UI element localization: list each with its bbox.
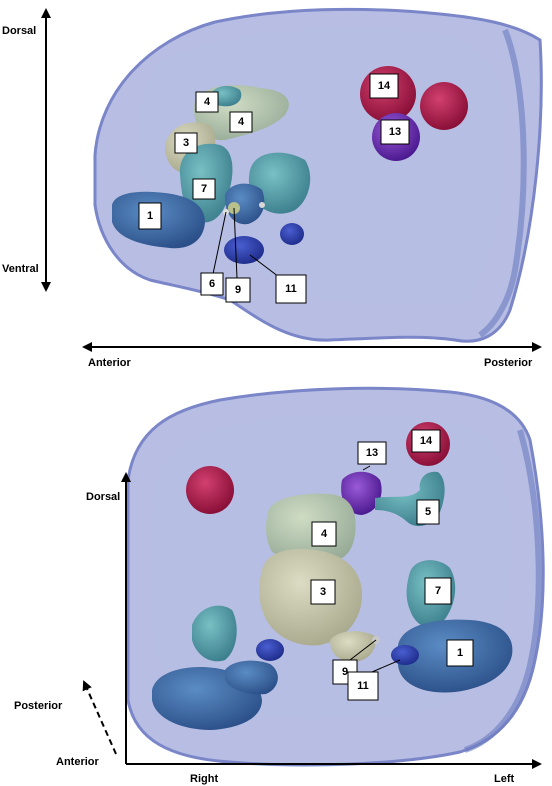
label-box-6-top: 6: [200, 272, 224, 296]
region-7b-top: [248, 152, 311, 214]
label-box-5-top: 4: [195, 91, 219, 113]
svg-text:9: 9: [342, 666, 348, 678]
svg-text:1: 1: [147, 210, 153, 222]
label-box-7-top: 7: [192, 178, 216, 200]
label-box-3-bottom: 3: [310, 579, 336, 605]
region-11b-bottom: [256, 639, 284, 661]
region-11b-top: [280, 223, 304, 245]
posterior-anterior-axis-bottom: [82, 680, 117, 755]
region-13-bottom: [341, 471, 382, 515]
svg-text:4: 4: [238, 116, 245, 128]
label-box-11-top: 11: [275, 274, 307, 304]
axis-label-ventral-top: Ventral: [2, 263, 39, 275]
svg-text:4: 4: [321, 528, 328, 540]
svg-text:3: 3: [183, 137, 189, 149]
region-11-bottom: [391, 645, 419, 665]
axis-label-posterior-top: Posterior: [484, 357, 533, 369]
region-3b-bottom: [330, 631, 376, 662]
bottom-panel: 13 14 5 4 3 7 1 9: [14, 386, 545, 785]
axis-label-anterior-bottom: Anterior: [56, 756, 100, 768]
region-6b-top: [259, 202, 265, 208]
label-box-4-bottom: 4: [311, 521, 337, 547]
label-box-13-top: 13: [380, 119, 410, 145]
svg-text:13: 13: [366, 447, 378, 459]
svg-text:6: 6: [209, 278, 215, 290]
leader-13-bottom: [362, 465, 371, 471]
axis-label-dorsal-top: Dorsal: [2, 25, 36, 37]
region-1b-top: [224, 183, 265, 225]
axis-label-right-bottom: Right: [190, 773, 218, 785]
axis-label-anterior-top: Anterior: [88, 357, 132, 369]
label-box-11-bottom: 11: [347, 671, 379, 701]
region-11-top: [224, 236, 264, 264]
axis-label-left-bottom: Left: [494, 773, 515, 785]
svg-text:1: 1: [457, 647, 463, 659]
leader-9-bottom: [349, 639, 377, 661]
svg-text:7: 7: [435, 585, 441, 597]
svg-text:3: 3: [320, 586, 326, 598]
svg-text:11: 11: [357, 680, 369, 692]
label-box-4-top: 4: [229, 111, 253, 133]
label-box-14-top: 14: [369, 73, 399, 99]
region-14b-bottom: [186, 466, 234, 514]
svg-text:11: 11: [285, 283, 297, 295]
svg-text:14: 14: [378, 80, 391, 92]
region-1c-bottom: [225, 660, 278, 695]
brain-right-edge-top: [478, 28, 527, 338]
brain-right-edge-bottom: [463, 429, 542, 753]
axis-label-dorsal-bottom: Dorsal: [86, 491, 120, 503]
label-box-9-top: 9: [225, 277, 251, 303]
svg-text:9: 9: [235, 284, 241, 296]
label-box-1-top: 1: [138, 202, 162, 230]
label-box-13-bottom: 13: [357, 441, 387, 465]
top-panel: 4 4 3 7 1 6 9 11: [2, 7, 543, 369]
label-box-14-bottom: 14: [411, 429, 441, 453]
leader-11-bottom: [371, 659, 401, 673]
svg-text:14: 14: [420, 435, 433, 447]
leader-6-top: [212, 211, 227, 275]
svg-text:5: 5: [425, 506, 431, 518]
label-box-7-bottom: 7: [424, 577, 452, 605]
label-box-3-top: 3: [174, 132, 198, 154]
label-box-1-bottom: 1: [446, 639, 474, 667]
region-7b-bottom: [192, 605, 237, 662]
label-box-5-bottom: 5: [416, 499, 440, 525]
leader-9-top: [233, 207, 238, 279]
svg-text:4: 4: [204, 96, 211, 108]
axis-label-posterior-bottom: Posterior: [14, 700, 63, 712]
svg-text:13: 13: [389, 126, 401, 138]
svg-text:7: 7: [201, 183, 207, 195]
region-14b-top: [420, 82, 468, 130]
